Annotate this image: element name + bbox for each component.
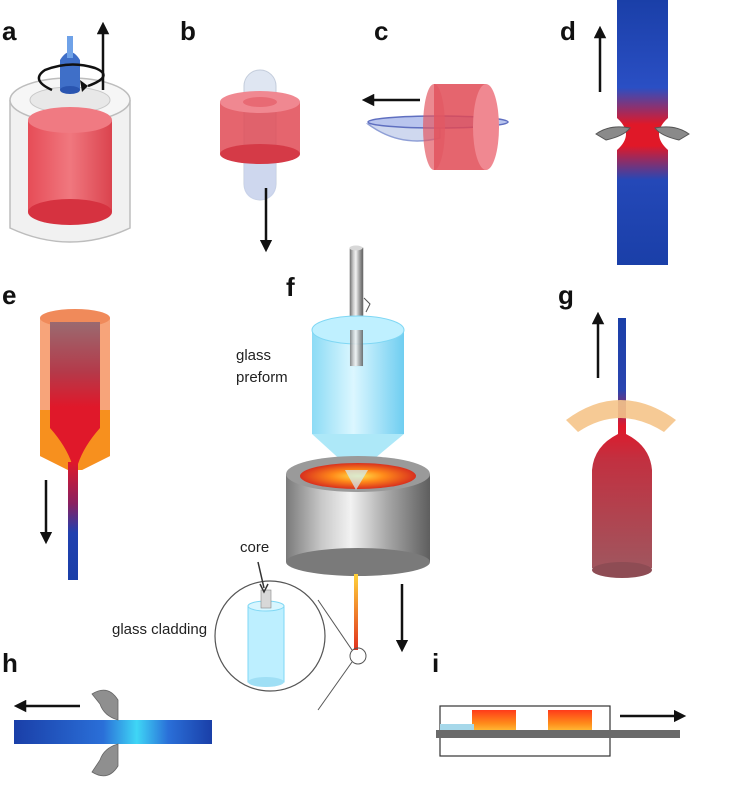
panel-g: g <box>558 280 676 578</box>
drawn-fiber-e <box>68 462 78 580</box>
panel-letter-h: h <box>2 648 18 678</box>
seed-rod <box>67 36 73 58</box>
melt-cylinder <box>28 120 112 212</box>
label-glass-preform-1: glass <box>236 347 271 364</box>
fiber-rod <box>436 730 680 738</box>
taper-preform <box>592 318 652 575</box>
fiber-cladding <box>247 605 285 683</box>
panel-f: f glass preform core glass cl <box>112 245 430 711</box>
hot-zone-1 <box>472 710 516 732</box>
blue-seed <box>60 52 80 90</box>
panel-letter-d: d <box>560 16 576 46</box>
panel-letter-g: g <box>558 280 574 310</box>
label-glass-cladding: glass cladding <box>112 621 207 638</box>
panel-h: h <box>2 648 212 777</box>
panel-a: a <box>2 16 131 243</box>
panel-letter-i: i <box>432 648 439 678</box>
panel-b: b <box>180 16 300 253</box>
magnify-spot <box>349 647 367 665</box>
hot-zone-2 <box>548 710 592 732</box>
panel-letter-f: f <box>286 272 295 302</box>
melt-bottom <box>28 199 112 225</box>
panel-letter-c: c <box>374 16 388 46</box>
fiber-bar <box>14 720 212 744</box>
melt-preform <box>50 322 100 464</box>
panel-e: e <box>2 280 110 580</box>
panel-letter-a: a <box>2 16 17 46</box>
heater-bottom <box>91 743 119 777</box>
heater-top <box>91 689 119 721</box>
label-glass-preform-2: preform <box>236 369 288 386</box>
zone-rod <box>617 0 668 265</box>
panel-c: c <box>361 16 509 170</box>
panel-letter-e: e <box>2 280 16 310</box>
label-core: core <box>240 539 269 556</box>
heater-left <box>595 126 631 141</box>
heater-right <box>654 126 690 141</box>
panel-letter-b: b <box>180 16 196 46</box>
panel-d: d <box>560 0 690 265</box>
fiber-core <box>260 589 272 609</box>
core-pointer <box>257 561 265 589</box>
melt-top <box>28 107 112 133</box>
drawn-fiber-f <box>354 574 358 650</box>
heater-band <box>566 400 676 432</box>
panel-i: i <box>432 648 687 757</box>
